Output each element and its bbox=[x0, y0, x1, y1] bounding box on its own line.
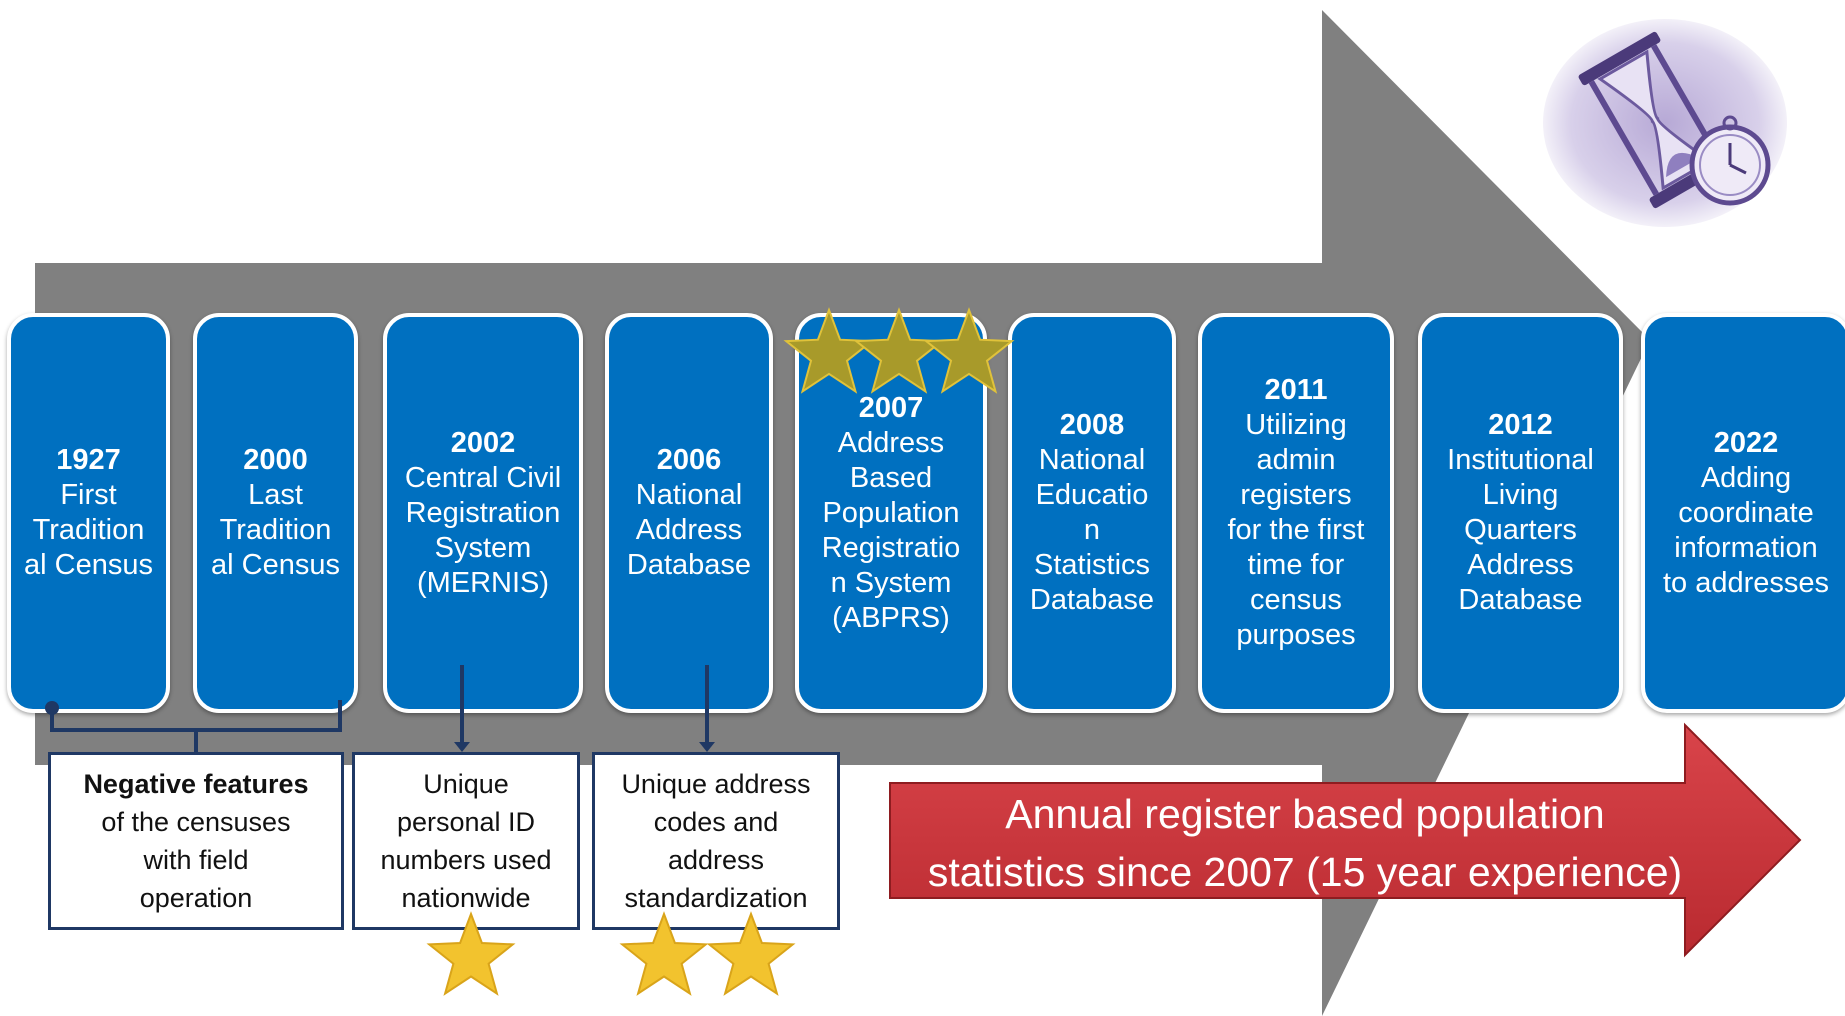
star-icon bbox=[923, 307, 1015, 394]
negative-features-note: Negative features of the censuses with f… bbox=[48, 752, 344, 930]
timeline-box-2000: 2000 Last Tradition al Census bbox=[193, 313, 358, 713]
star-icon bbox=[426, 911, 516, 996]
timeline-box-2012: 2012 Institutional Living Quarters Addre… bbox=[1418, 313, 1623, 713]
personal-id-note: Unique personal ID numbers used nationwi… bbox=[352, 752, 580, 930]
annual-statistics-text: Annual register based population statist… bbox=[927, 791, 1683, 895]
timeline-label: Address Based Population Registratio n S… bbox=[821, 426, 961, 634]
timeline-box-2006: 2006 National Address Database bbox=[605, 313, 773, 713]
timeline-year: 1927 bbox=[56, 444, 121, 476]
timeline-year: 2007 bbox=[858, 391, 924, 424]
timeline-box-2022: 2022 Adding coordinate information to ad… bbox=[1641, 313, 1845, 713]
timeline-label: National Address Database bbox=[626, 479, 752, 581]
timeline-box-2011: 2011 Utilizing admin registers for the f… bbox=[1198, 313, 1394, 713]
timeline-label: Institutional Living Quarters Address Da… bbox=[1447, 444, 1594, 616]
timeline-year: 2011 bbox=[1264, 374, 1328, 406]
timeline-label: Utilizing admin registers for the first … bbox=[1227, 409, 1365, 651]
timeline-label: Adding coordinate information to address… bbox=[1662, 461, 1830, 599]
timeline-year: 2002 bbox=[450, 426, 516, 459]
star-icon bbox=[783, 307, 875, 394]
hourglass-and-pocket-watch-icon bbox=[1543, 19, 1787, 227]
timeline-year: 2008 bbox=[1059, 409, 1125, 441]
address-note: Unique address codes and address standar… bbox=[592, 752, 840, 930]
timeline-year: 2006 bbox=[656, 444, 722, 476]
timeline-year: 2012 bbox=[1488, 409, 1553, 441]
timeline-year: 2022 bbox=[1713, 426, 1779, 459]
note-text: of the censuses with field operation bbox=[101, 807, 291, 913]
timeline-label: Last Tradition al Census bbox=[211, 479, 340, 581]
star-icon bbox=[853, 307, 945, 394]
timeline-box-2008: 2008 National Educatio n Statistics Data… bbox=[1008, 313, 1176, 713]
note-text: Unique address codes and address standar… bbox=[621, 769, 811, 913]
timeline-box-2002: 2002 Central Civil Registration System (… bbox=[383, 313, 583, 713]
timeline-label: Central Civil Registration System (MERNI… bbox=[404, 461, 562, 599]
timeline-label: National Educatio n Statistics Database bbox=[1029, 444, 1155, 616]
timeline-label: First Tradition al Census bbox=[24, 479, 153, 581]
star-icon bbox=[706, 911, 796, 996]
timeline-box-1927: 1927 First Tradition al Census bbox=[7, 313, 170, 713]
note-bold-text: Negative features bbox=[83, 769, 309, 799]
note-text: Unique personal ID numbers used nationwi… bbox=[380, 769, 552, 913]
timeline-year: 2000 bbox=[243, 444, 308, 476]
star-icon bbox=[619, 911, 709, 996]
